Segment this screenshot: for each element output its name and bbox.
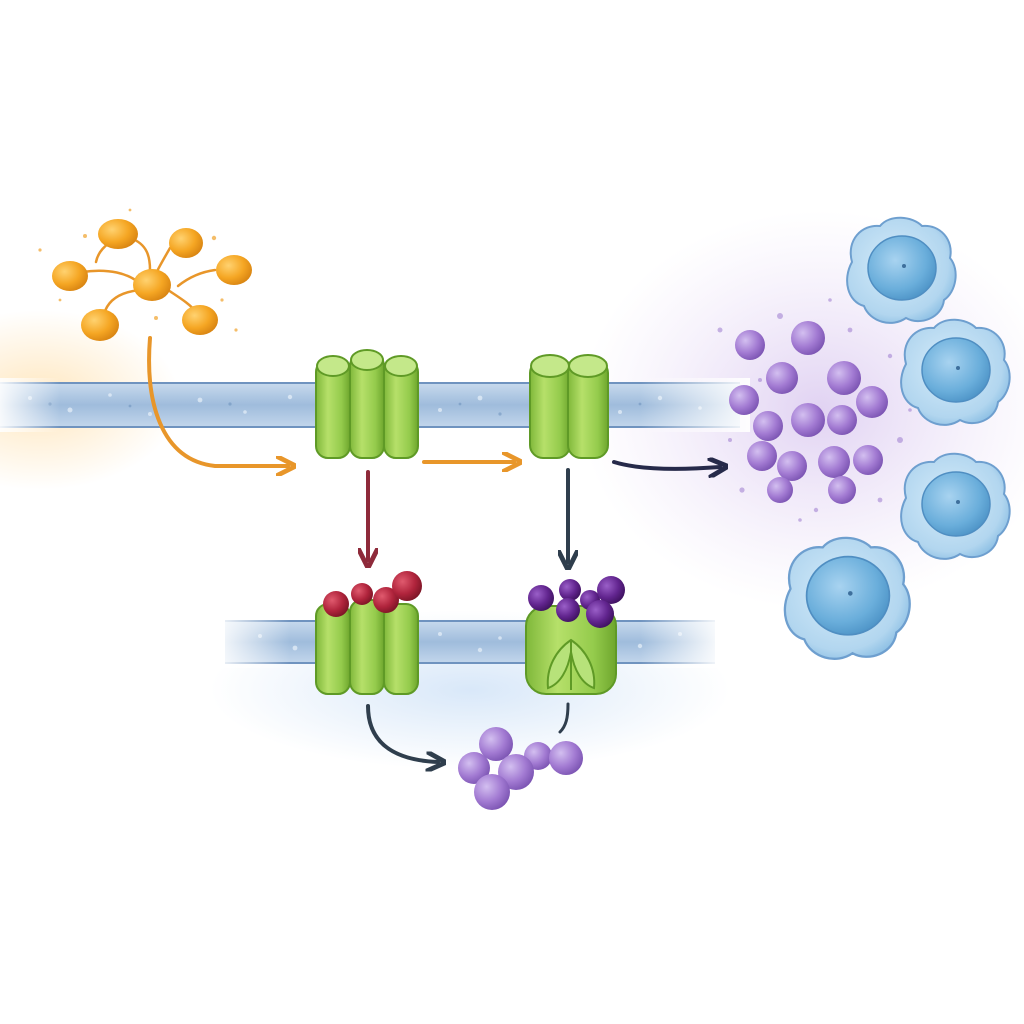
purple-blocker-molecules [528, 576, 625, 628]
extracellular-molecule-cloud [717, 298, 912, 522]
immune-cell-3 [900, 452, 1011, 560]
ligand-cluster [38, 208, 252, 341]
arrow-to-extracellular [612, 462, 720, 469]
released-molecules [458, 727, 583, 810]
channel-three-subunit [315, 349, 419, 459]
red-blocker-molecules [323, 571, 422, 617]
channel-blocked-purple [525, 576, 625, 695]
bottom-membrane [220, 616, 720, 668]
immune-cell-4 [783, 536, 911, 660]
channel-two-subunit [529, 354, 609, 459]
link-released-right [558, 702, 570, 734]
immune-cell-1 [846, 216, 957, 324]
immune-cells [783, 216, 1011, 660]
channel-blocked-red [315, 571, 422, 695]
arrow-ligand-to-channel [147, 336, 288, 466]
arrow-to-released [366, 704, 438, 762]
immune-cell-2 [900, 318, 1011, 426]
